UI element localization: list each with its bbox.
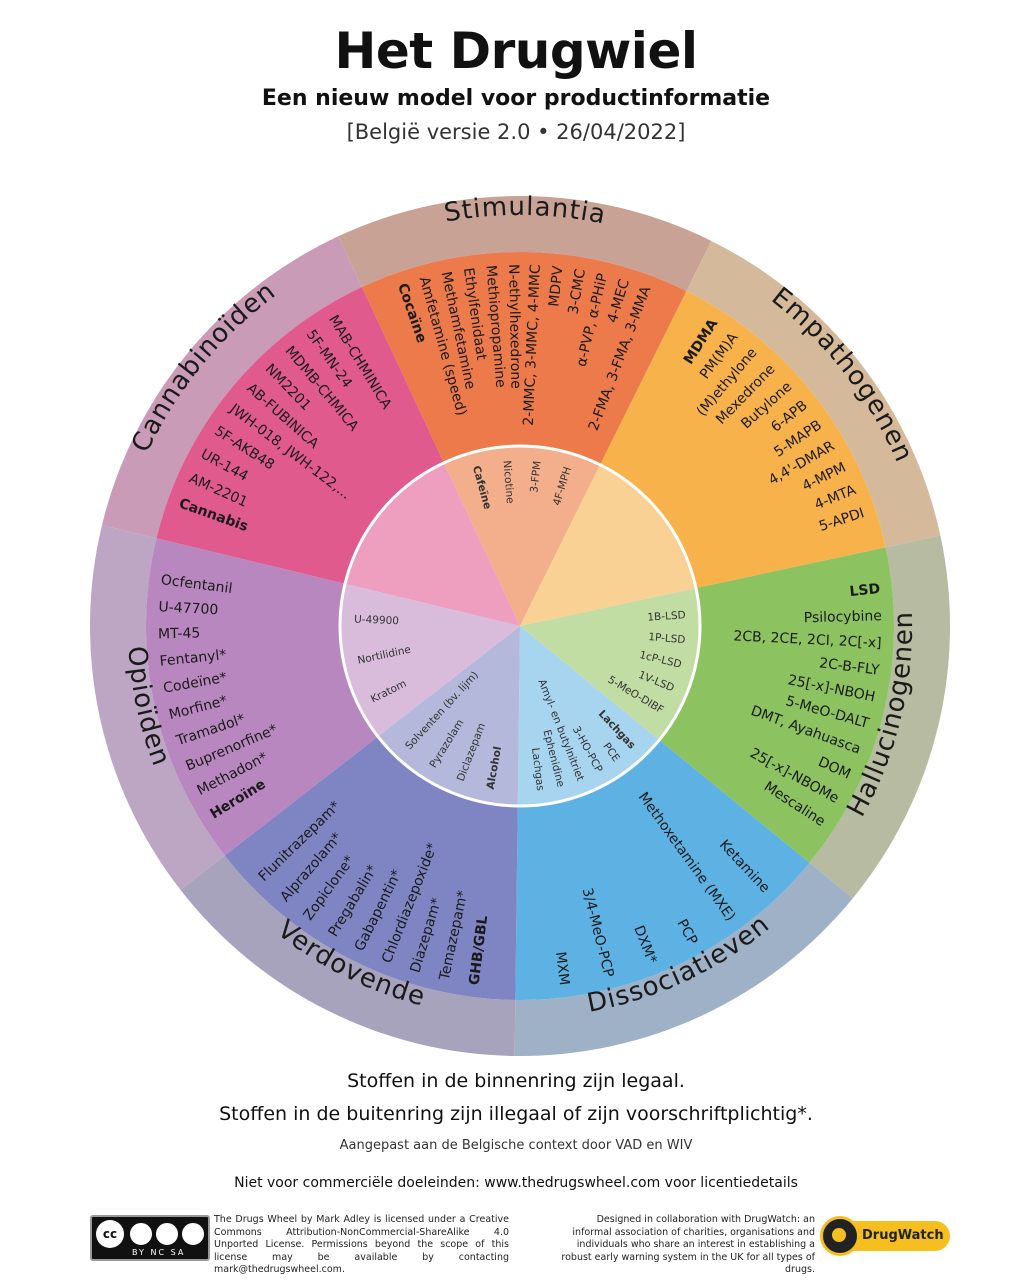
outer-ring-verdovende (180, 855, 516, 1056)
nc-icon (154, 1221, 180, 1247)
outer-ring-cannabino-den (102, 236, 362, 539)
version-label: [België versie 2.0 • 26/04/2022] (346, 120, 686, 144)
sa-icon (180, 1221, 206, 1247)
adapted-note: Aangepast aan de Belgische context door … (339, 1138, 693, 1153)
legal-segment-stimulantia (443, 446, 601, 626)
drug-item-outer: Psilocybine (804, 608, 882, 626)
illegal-segment-stimulantia (361, 252, 687, 465)
drug-item-outer: U-47700 (158, 599, 219, 618)
page-title: Het Drugwiel (334, 22, 699, 80)
inner-ring-border (338, 444, 702, 808)
drugwatch-logo: DrugWatch (820, 1216, 950, 1256)
drug-item-outer: N-ethylhexedrone (505, 264, 523, 389)
outer-ring-hallucinogenen (809, 535, 950, 899)
legal-inner-note: Stoffen in de binnenring zijn legaal. (347, 1070, 685, 1092)
license-text: The Drugs Wheel by Mark Adley is license… (214, 1214, 509, 1275)
designed-text: Designed in collaboration with DrugWatch… (561, 1214, 815, 1275)
legal-segment-opio-den (340, 583, 520, 737)
drug-item-inner: Lachgas (529, 747, 546, 791)
drug-item-outer: 3-CMC (566, 268, 590, 316)
cc-codes: BY NC SA (132, 1248, 186, 1257)
drug-item-outer: Fentanyl* (159, 647, 227, 670)
outer-ring-stimulantia (338, 196, 712, 292)
legal-segment-verdovende (377, 626, 520, 806)
page-subtitle: Een nieuw model voor productinformatie (261, 86, 771, 111)
legal-outer-note: Stoffen in de buitenring zijn illegaal o… (219, 1103, 813, 1125)
drug-item-outer: 2C-B-FLY (818, 655, 880, 678)
illegal-segment-dissociatieven (515, 739, 810, 1001)
drug-item-outer: 2-MMC, 3-MMC, 4-MMC (521, 264, 544, 426)
illegal-segment-opio-den (146, 538, 378, 856)
drug-item-outer: 2CB, 2CE, 2CI, 2C[-x] (733, 628, 882, 651)
drugwatch-logo-text: DrugWatch (862, 1228, 944, 1243)
drug-item-inner: 1P-LSD (648, 631, 686, 646)
illegal-segment-verdovende (224, 736, 518, 1000)
drug-item-outer: LSD (849, 581, 881, 600)
drug-item-inner: 1B-LSD (647, 609, 686, 623)
drug-item-inner: 3-FPM (528, 460, 543, 493)
noncommercial-note: Niet voor commerciële doeleinden: www.th… (234, 1175, 798, 1191)
drug-item-inner: Nicotine (500, 460, 515, 504)
legal-segment-dissociatieven (517, 626, 660, 807)
eye-icon (820, 1216, 860, 1256)
drug-wheel: StimulantiaEmpathogenenHallucinogenenDis… (89, 192, 950, 1056)
outer-ring-empathogenen (686, 240, 941, 548)
illegal-segment-hallucinogenen (659, 547, 894, 863)
outer-ring-dissociatieven (514, 862, 853, 1056)
drug-item-outer: MXM (552, 951, 572, 986)
legal-segment-hallucinogenen (520, 588, 700, 740)
illegal-segment-cannabino-den (156, 287, 444, 584)
drug-item-outer: MDPV (546, 265, 566, 308)
drug-item-inner: U-49900 (354, 613, 399, 627)
drug-item-outer: MT-45 (158, 625, 201, 642)
outer-ring-opio-den (89, 525, 225, 890)
illegal-segment-empathogenen (600, 291, 886, 589)
creative-commons-icon: cc BY NC SA (90, 1215, 210, 1261)
by-icon (128, 1221, 154, 1247)
cc-mark: cc (96, 1220, 124, 1248)
